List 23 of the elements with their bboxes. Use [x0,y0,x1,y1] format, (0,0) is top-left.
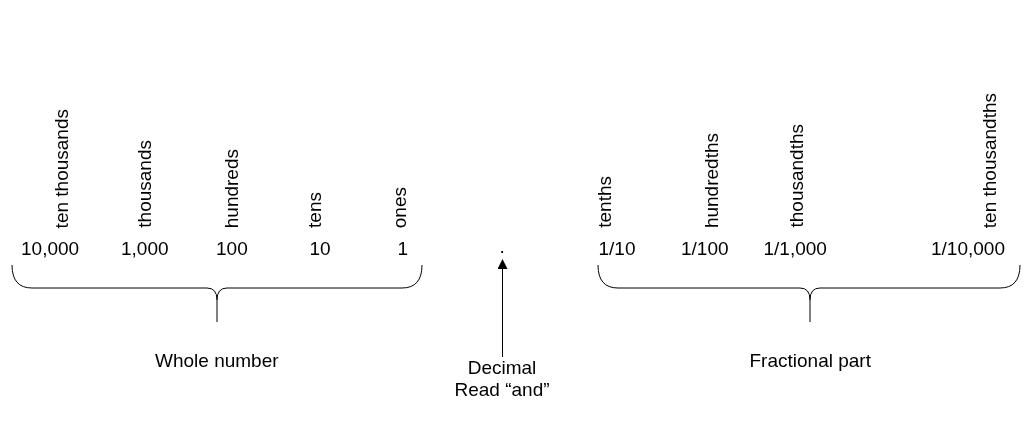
place-value: 1 [397,238,409,260]
place-value: 100 [216,238,248,260]
place-value-name: thousandths [786,124,808,228]
place-value: 10,000 [21,238,80,260]
place-value-name: ten thousands [51,109,73,229]
place-value-name: tens [304,192,326,228]
place-value-name: thousands [134,140,156,228]
place-value: 1,000 [121,238,169,260]
place-value-name: ones [389,187,411,229]
place-value-name: tenths [594,176,616,228]
place-value: 10 [309,238,331,260]
place-value-name: hundreds [221,149,243,229]
place-value: 1/100 [681,238,729,260]
place-value: 1/10,000 [931,238,1005,260]
place-value: 1/10 [598,238,636,260]
arrow [497,259,508,358]
group-label: Fractional part [749,350,871,372]
place-value: 1/1,000 [763,238,827,260]
decimal-note: Decimal Read “and” [454,357,550,401]
group-label: Whole number [155,350,279,372]
place-value-name: hundredths [701,133,723,229]
decimal-point: . [499,236,505,258]
place-value-name: ten thousandths [979,93,1001,229]
